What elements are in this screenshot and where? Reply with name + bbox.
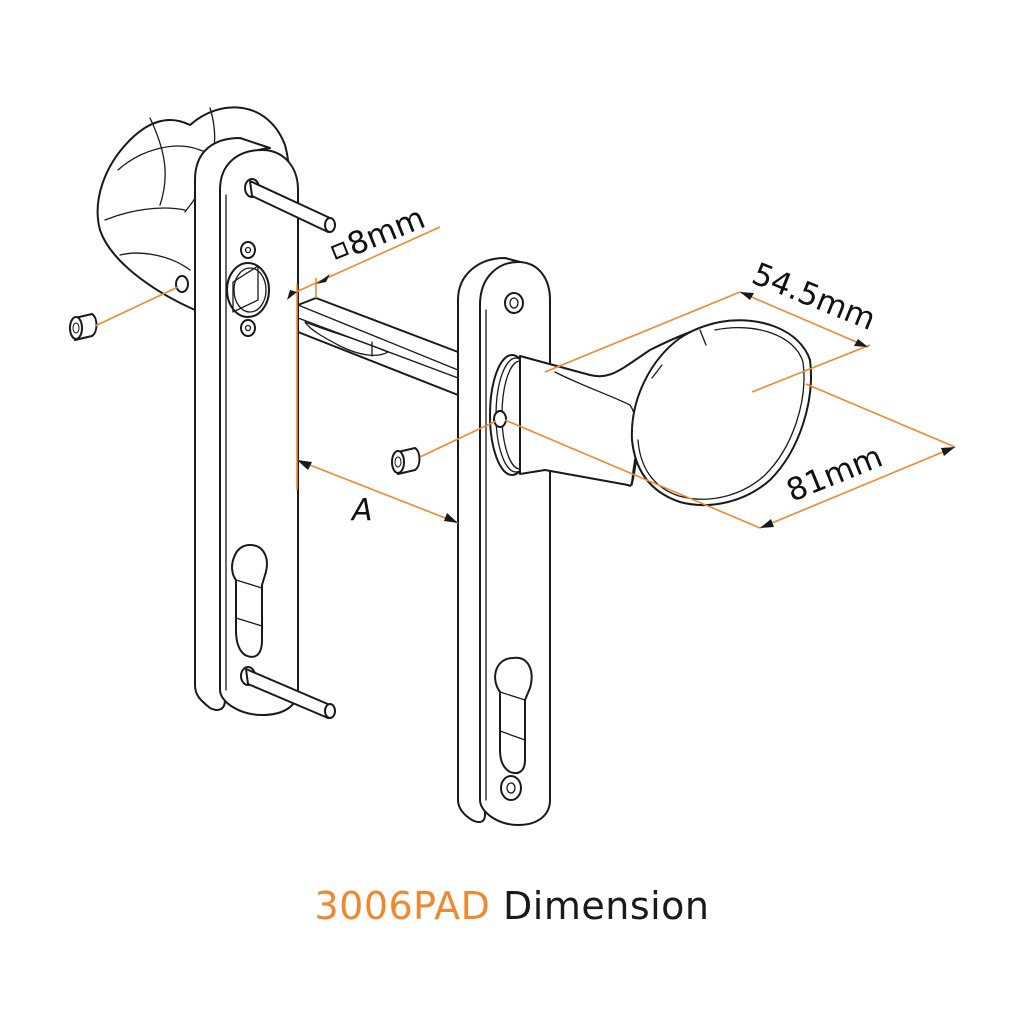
caption-word: Dimension	[503, 884, 710, 928]
inner-backplate	[194, 137, 336, 719]
drawing-caption: 3006PAD Dimension	[0, 884, 1024, 928]
spindle-dimension-label: 8mm	[330, 200, 430, 263]
grub-screw-left	[69, 313, 98, 341]
grub-screw-right	[391, 447, 421, 475]
spindle-socket	[226, 241, 270, 337]
square-symbol-icon	[330, 241, 349, 260]
spindle-dimension-value: 8mm	[342, 200, 430, 263]
fixing-bolt-bottom	[240, 666, 336, 719]
cylinder-cutout-outer	[494, 656, 533, 775]
handle-projection-label: 81mm	[782, 439, 888, 510]
dimension-lines	[94, 226, 956, 529]
outer-bottom-screw	[500, 775, 522, 801]
outer-backplate	[457, 257, 551, 826]
fixing-bolt-top	[244, 178, 336, 233]
outer-top-screw	[504, 292, 524, 314]
cylinder-cutout-inner	[231, 544, 268, 658]
outer-pad-handle	[489, 319, 812, 507]
door-thickness-label: A	[350, 493, 373, 528]
model-number: 3006PAD	[314, 884, 491, 928]
grub-screw-hole-left	[175, 275, 189, 293]
square-spindle	[297, 297, 459, 396]
grub-screw-hole-right	[493, 410, 507, 428]
